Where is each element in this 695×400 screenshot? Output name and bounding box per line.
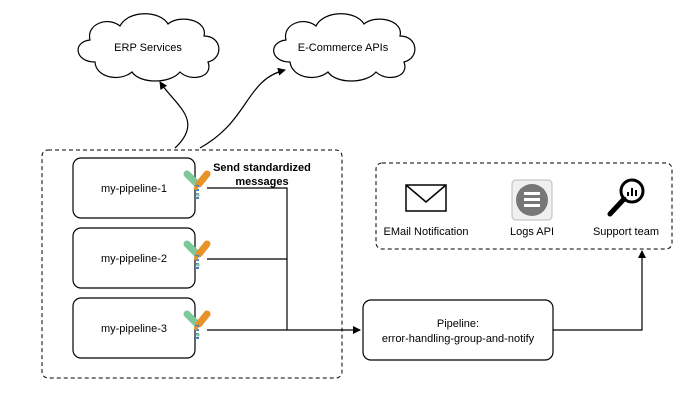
arrow-to-ecommerce xyxy=(199,67,286,149)
logs-api-label: Logs API xyxy=(510,226,554,238)
envelope-icon xyxy=(405,184,447,212)
annotation-line-1: Send standardized xyxy=(213,162,311,174)
connector-lines xyxy=(207,187,288,331)
arrow-to-notify-targets xyxy=(553,250,646,331)
annotation-line-2: messages xyxy=(235,176,288,188)
arrow-to-erp xyxy=(159,81,189,149)
cloud-label-ecommerce: E-Commerce APIs xyxy=(298,42,389,54)
handler-label-2: error-handling-group-and-notify xyxy=(382,333,535,345)
handler-label-1: Pipeline: xyxy=(437,318,479,330)
support-team-label: Support team xyxy=(593,226,659,238)
pipeline-label-3: my-pipeline-3 xyxy=(101,323,167,335)
email-label: EMail Notification xyxy=(384,226,469,238)
handler-pipeline-box[interactable] xyxy=(362,299,554,361)
magnifier-chart-icon xyxy=(607,178,645,217)
cloud-label-erp: ERP Services xyxy=(114,42,182,54)
cloud-ecommerce-apis xyxy=(273,13,416,82)
pipeline-label-1: my-pipeline-1 xyxy=(101,183,167,195)
logs-api-icon xyxy=(511,179,553,221)
pipelines-group xyxy=(41,149,343,379)
pipeline-label-2: my-pipeline-2 xyxy=(101,253,167,265)
notify-targets-group xyxy=(375,162,673,250)
cloud-erp-services xyxy=(77,13,220,82)
